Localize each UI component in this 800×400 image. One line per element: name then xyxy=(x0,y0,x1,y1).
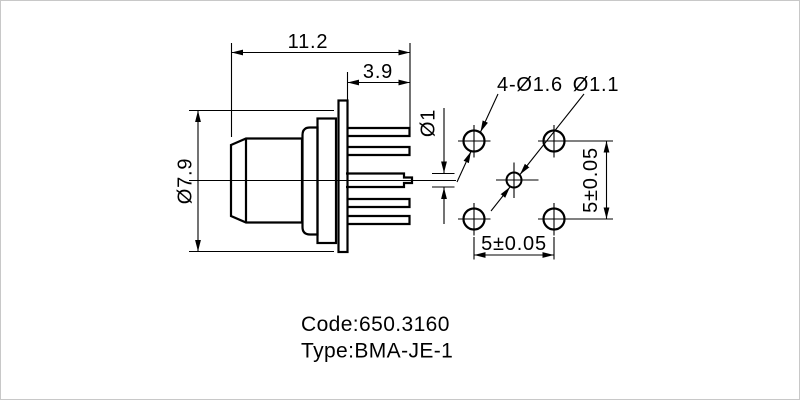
mounting-plate-outline xyxy=(337,99,349,254)
dim-text-body-diameter: Ø7.9 xyxy=(175,158,197,205)
type-text: Type:BMA-JE-1 xyxy=(301,340,453,363)
label-mount-holes: 4-Ø1.6 xyxy=(497,74,563,96)
footprint-view: 4-Ø1.6 Ø1.1 5±0.05 5±0.05 xyxy=(456,74,620,260)
label-center-hole: Ø1.1 xyxy=(573,74,620,96)
code-text: Code:650.3160 xyxy=(301,313,450,336)
dim-text-leg-length: 3.9 xyxy=(363,61,393,83)
leader-center-hole-lower xyxy=(490,186,511,212)
dim-text-pin-diameter: Ø1 xyxy=(418,109,440,137)
dim-text-pitch-horizontal: 5±0.05 xyxy=(481,233,547,255)
leader-mount-holes-lower xyxy=(456,151,472,183)
ring-outline xyxy=(301,126,319,236)
leader-center-hole-upper xyxy=(519,93,585,175)
ground-legs xyxy=(347,126,411,226)
hole-crosshairs xyxy=(458,125,613,236)
side-view: 11.2 3.9 Ø7.9 Ø1 xyxy=(175,31,456,254)
dim-text-pitch-vertical: 5±0.05 xyxy=(580,147,602,213)
dim-text-total-width: 11.2 xyxy=(288,31,329,53)
extension-lines-side xyxy=(189,43,455,253)
title-block: Code:650.3160 Type:BMA-JE-1 xyxy=(301,313,453,363)
leader-mount-holes-upper xyxy=(480,93,499,133)
